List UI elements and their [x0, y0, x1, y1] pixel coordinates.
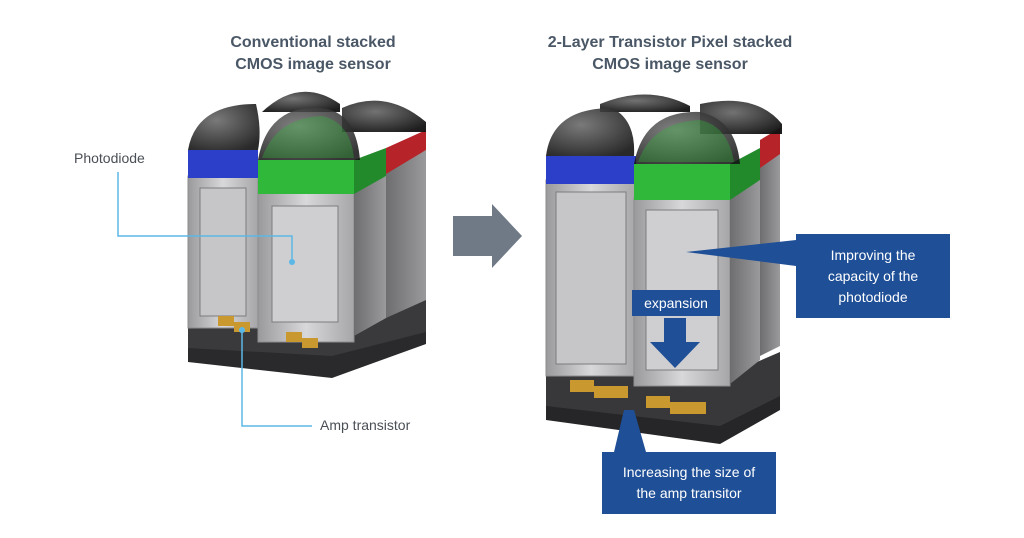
left-microlens — [262, 91, 340, 112]
left-transistor — [302, 338, 318, 348]
expansion-label-text: expansion — [644, 294, 708, 311]
left-blue-filter — [188, 150, 258, 178]
photodiode-leader-line — [117, 172, 293, 262]
right-transistor — [594, 386, 628, 398]
right-photodiode-well-back — [555, 191, 627, 365]
two-layer-sensor-title: 2-Layer Transistor Pixel stacked CMOS im… — [520, 32, 820, 76]
left-microlens-tint — [262, 116, 354, 158]
conventional-title-line2: CMOS image sensor — [235, 56, 391, 73]
conventional-title-line1: Conventional stacked — [230, 34, 396, 51]
right-microlens-tint — [638, 120, 734, 162]
left-microlens — [342, 100, 426, 132]
capacity-callout-line2: capacity of the — [827, 267, 919, 284]
right-microlens — [600, 94, 690, 112]
amp-size-callout-pointer — [614, 410, 646, 452]
right-transistor — [646, 396, 670, 408]
photodiode-label: Photodiode — [74, 150, 145, 166]
conventional-sensor-title: Conventional stacked CMOS image sensor — [178, 32, 448, 76]
left-base-layer-bottom — [188, 332, 426, 378]
right-base-layer-bottom — [546, 396, 780, 444]
right-base-layer — [546, 352, 780, 430]
capacity-callout-line1: Improving the — [830, 246, 916, 263]
left-back-column — [386, 150, 426, 318]
left-transistor — [286, 332, 302, 342]
right-microlens — [634, 111, 740, 164]
left-photodiode-well — [271, 205, 339, 323]
expansion-arrow-icon — [650, 318, 700, 368]
transition-arrow-icon — [453, 204, 522, 268]
amp-size-callout: Increasing the size of the amp transitor — [602, 452, 776, 514]
left-photodiode-well-back — [199, 187, 247, 317]
two-layer-title-line2: CMOS image sensor — [592, 56, 748, 73]
expansion-label: expansion — [632, 290, 720, 316]
right-transistor — [670, 402, 706, 414]
photodiode-leader-dot — [289, 259, 295, 265]
left-microlens — [258, 107, 360, 160]
conventional-sensor-illustration — [187, 91, 426, 378]
amp-size-callout-line2: the amp transitor — [636, 485, 742, 501]
right-transistor — [570, 380, 594, 392]
capacity-callout-line3: photodiode — [838, 288, 908, 305]
right-green-filter — [634, 164, 730, 200]
capacity-callout: Improving the capacity of the photodiode — [796, 234, 950, 318]
left-pixel-side — [354, 176, 386, 336]
left-transistor — [218, 316, 234, 326]
amp-leader-dot — [239, 327, 245, 333]
right-pixel-side — [730, 180, 760, 384]
left-green-filter-side — [354, 148, 386, 194]
right-red-filter — [760, 128, 780, 168]
amp-leader-line — [241, 330, 312, 427]
right-blue-filter — [546, 156, 636, 184]
amp-transistor-label: Amp transistor — [320, 417, 411, 433]
left-red-filter — [386, 130, 426, 174]
left-microlens — [188, 104, 260, 150]
two-layer-title-line1: 2-Layer Transistor Pixel stacked — [547, 34, 793, 51]
two-layer-sensor-illustration — [545, 94, 782, 444]
right-microlens — [546, 108, 635, 156]
left-green-filter — [258, 160, 354, 194]
capacity-callout-pointer — [686, 240, 796, 266]
amp-size-callout-line1: Increasing the size of — [622, 464, 756, 480]
